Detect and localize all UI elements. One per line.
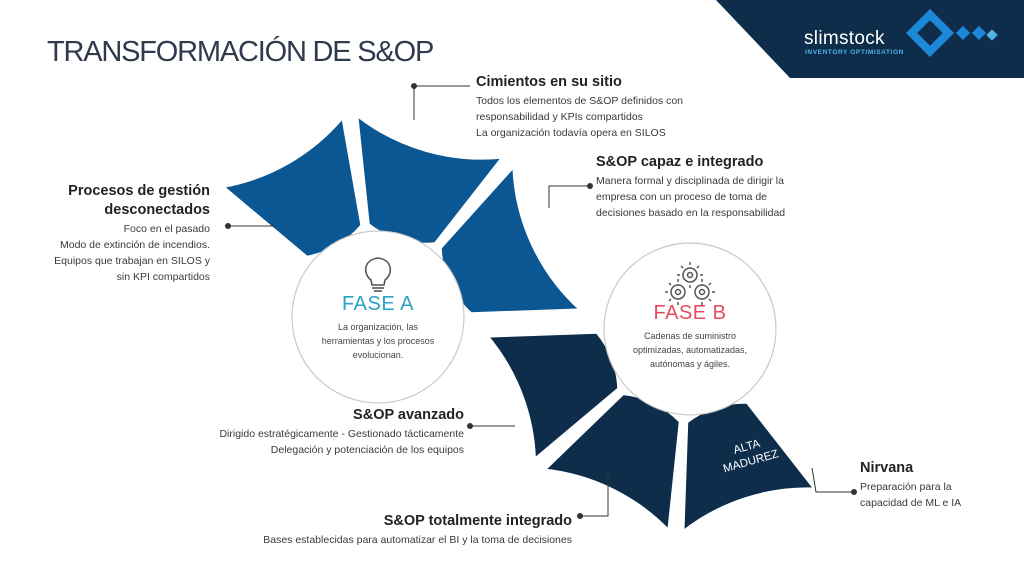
leader-dot-5 xyxy=(577,513,583,519)
stage-desc-line: Todos los elementos de S&OP definidos co… xyxy=(476,95,684,107)
leader-line-2 xyxy=(413,85,470,120)
fase-b-circle xyxy=(603,242,777,416)
stage-title: Cimientos en su sitio xyxy=(476,74,622,90)
stage-title: S&OP capaz e integrado xyxy=(596,154,764,170)
stage-title: Procesos de gestión desconectados xyxy=(68,183,210,218)
fase-b-desc-line: Cadenas de suministro xyxy=(643,331,737,341)
stage-desc-line: capacidad de ML e IA xyxy=(860,497,962,509)
leader-line-5 xyxy=(580,470,609,517)
stage-label-cimientos: Cimientos en su sitio Todos los elemento… xyxy=(476,73,736,141)
segment-procesos xyxy=(219,113,364,259)
brand-band xyxy=(716,0,1024,78)
stage-desc-line: Modo de extinción de incendios. xyxy=(59,239,210,251)
stage-label-totalmente: S&OP totalmente integrado Bases establec… xyxy=(230,512,572,548)
leader-dot-2 xyxy=(411,83,417,89)
fase-a-name: FASE A xyxy=(342,293,414,315)
stage-desc-line: Bases establecidas para automatizar el B… xyxy=(263,534,572,546)
stage-title: S&OP totalmente integrado xyxy=(383,513,572,529)
stage-desc-line: Foco en el pasado xyxy=(123,223,210,235)
stage-desc-line: Equipos que trabajan en SILOS y xyxy=(54,255,210,267)
fase-a-desc-line: herramientas y los procesos xyxy=(321,336,435,346)
stage-title: Nirvana xyxy=(860,460,914,476)
leader-dot-6 xyxy=(851,489,857,495)
leader-dot-4 xyxy=(467,423,473,429)
stage-desc-line: empresa con un proceso de toma de xyxy=(596,191,768,203)
stage-label-procesos: Procesos de gestión desconectados Foco e… xyxy=(20,182,210,285)
stage-desc-line: decisiones basado en la responsabilidad xyxy=(596,207,786,219)
fase-a-text: FASE A La organización, las herramientas… xyxy=(308,293,448,362)
slimstock-logo-icon xyxy=(905,8,998,58)
lightbulb-icon xyxy=(364,257,392,292)
stage-desc-line: La organización todavía opera en SILOS xyxy=(476,127,666,139)
stage-desc-line: Manera formal y disciplinada de dirigir … xyxy=(596,175,784,187)
stage-label-avanzado: S&OP avanzado Dirigido estratégicamente … xyxy=(170,406,464,458)
fase-a-circle xyxy=(291,230,465,404)
stage-desc-line: Dirigido estratégicamente - Gestionado t… xyxy=(219,428,464,440)
fase-a-desc-line: evolucionan. xyxy=(352,350,404,360)
leader-dot-3 xyxy=(587,183,593,189)
fase-b-text: FASE B Cadenas de suministro optimizadas… xyxy=(620,302,760,371)
fase-b-desc-line: optimizadas, automatizadas, xyxy=(632,345,748,355)
fase-b-name: FASE B xyxy=(653,302,727,324)
stage-desc-line: Delegación y potenciación de los equipos xyxy=(270,444,464,456)
fase-b-desc-line: autónomas y ágiles. xyxy=(649,359,731,369)
stage-desc-line: sin KPI compartidos xyxy=(116,271,210,283)
stage-label-capaz: S&OP capaz e integrado Manera formal y d… xyxy=(596,153,836,221)
gears-icon xyxy=(665,262,715,305)
brand-name: slimstock xyxy=(804,28,885,49)
leader-dot-1 xyxy=(225,223,231,229)
fase-a-desc-line: La organización, las xyxy=(337,322,419,332)
stage-desc-line: responsabilidad y KPIs compartidos xyxy=(476,111,643,123)
stage-title: S&OP avanzado xyxy=(353,407,464,423)
brand-tagline: INVENTORY OPTIMISATION xyxy=(805,49,904,56)
leader-line-3 xyxy=(548,185,590,208)
leader-line-6 xyxy=(811,467,854,493)
stage-label-nirvana: Nirvana Preparación para la capacidad de… xyxy=(860,459,1010,511)
page-title: TRANSFORMACIÓN DE S&OP xyxy=(47,36,434,68)
stage-desc-line: Preparación para la xyxy=(860,481,952,493)
